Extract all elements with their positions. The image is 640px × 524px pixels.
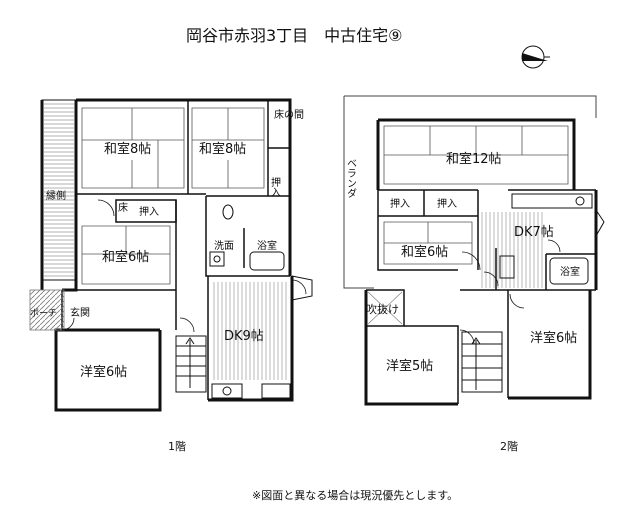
veranda-outline (343, 95, 597, 289)
door-swing-icon (61, 199, 307, 333)
room-porch: ポーチ (30, 308, 57, 319)
room-engawa: 縁側 (46, 189, 66, 202)
room-yokushitsu: 浴室 (257, 239, 277, 252)
north-arrow-icon (521, 45, 550, 69)
room-dk9: DK9帖 (224, 329, 264, 344)
kitchen-counter-2f (511, 193, 593, 209)
room-washitsu6: 和室6帖 (102, 249, 149, 265)
footer-note: ※図面と異なる場合は現況優先とします。 (252, 488, 458, 502)
toilet-icon (222, 204, 234, 220)
floor1-plan: 和室8帖 和室8帖 床の間 押入 縁側 床 押入 和室6帖 洗面 浴室 ポーチ … (29, 98, 313, 453)
room-senmen: 洗面 (214, 240, 234, 252)
bay-window (291, 275, 313, 301)
toilet-icon-2f (499, 255, 515, 279)
toko-label: 床の間 (274, 108, 304, 121)
room-toko: 床の間 (274, 108, 304, 121)
bathtub-icon-2f (549, 257, 589, 285)
room-genkan: 玄関 (70, 306, 90, 319)
room-youshitsu6-2f: 洋室6帖 (530, 330, 577, 346)
room-yuka-small: 床 (118, 201, 128, 214)
room-oshiire2: 押入 (437, 197, 457, 210)
room-yokushitsu-2f: 浴室 (560, 265, 580, 278)
floor2-label: 2階 (500, 439, 518, 453)
engawa-area (41, 99, 77, 281)
bathtub-icon (249, 251, 285, 271)
room-veranda: ベランダ (345, 158, 357, 198)
tatami-lines-2f (383, 125, 569, 265)
dk7-floor-lines (481, 212, 543, 288)
room-fukinuke: 吹抜け (366, 302, 399, 316)
stairs-icon-2f (461, 331, 503, 393)
room-oshiire-tall: 押入 (269, 176, 281, 197)
room-youshitsu6: 洋室6帖 (80, 364, 127, 380)
floor1-inner-walls (61, 100, 290, 400)
room-youshitsu5: 洋室5帖 (386, 358, 433, 374)
floor2-outer-walls (364, 118, 598, 406)
room-oshiire1: 押入 (390, 197, 410, 210)
floor1-outer-walls (40, 98, 294, 412)
bay-window-2f (595, 209, 605, 237)
room-dk7: DK7帖 (514, 225, 554, 240)
room-washitsu8b: 和室8帖 (199, 141, 246, 157)
room-oshiire-small: 押入 (139, 205, 159, 218)
door-swing-icon-2f (459, 239, 561, 345)
floor1-label: 1階 (168, 439, 186, 453)
tatami-lines (81, 107, 265, 285)
room-washitsu12: 和室12帖 (446, 151, 502, 167)
floor2-plan: ベランダ (343, 95, 605, 453)
room-washitsu8a: 和室8帖 (104, 141, 151, 157)
room-washitsu6-2f: 和室6帖 (401, 244, 448, 260)
floor2-inner-walls (366, 189, 596, 404)
page-title: 岡谷市赤羽3丁目 中古住宅⑨ (186, 26, 403, 45)
porch-hatch (29, 289, 65, 331)
fukinuke-cross (367, 291, 403, 325)
dk9-floor-lines (213, 282, 287, 380)
stairs-icon (175, 335, 207, 393)
sink-icon (209, 251, 225, 267)
kitchen-counter (211, 383, 291, 399)
